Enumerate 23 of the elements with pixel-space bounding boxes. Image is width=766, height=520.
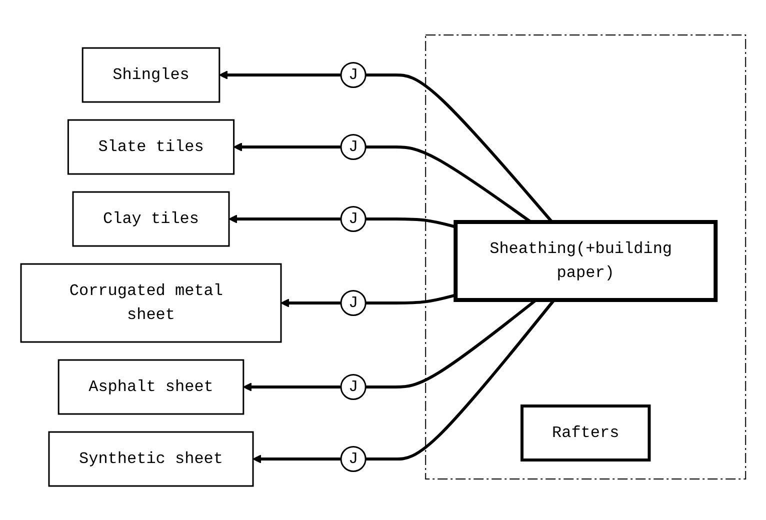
- node-box: Asphalt sheet: [58, 358, 244, 414]
- node-box: Corrugated metal sheet: [20, 262, 282, 342]
- node-box: Synthetic sheet: [48, 430, 254, 486]
- node-circle: J: [340, 445, 366, 472]
- node-box: Clay tiles: [72, 190, 230, 246]
- arrow: [252, 454, 341, 463]
- node-circle: J: [340, 61, 366, 88]
- node-box: Rafters: [520, 404, 650, 461]
- node-circle: J: [340, 205, 366, 232]
- node-circle: J: [340, 133, 366, 160]
- connector: [365, 293, 456, 304]
- node-box: Sheathing(+building paper): [453, 220, 718, 302]
- arrow: [280, 298, 341, 307]
- node-circle: J: [340, 289, 366, 316]
- connector: [365, 73, 553, 222]
- arrow: [242, 382, 341, 391]
- cluster: [424, 34, 746, 479]
- node-box: Shingles: [82, 46, 220, 102]
- arrow: [218, 70, 341, 79]
- node-box: Slate tiles: [67, 118, 234, 174]
- node-circle: J: [340, 373, 366, 400]
- arrow: [233, 142, 341, 151]
- arrow: [228, 214, 341, 223]
